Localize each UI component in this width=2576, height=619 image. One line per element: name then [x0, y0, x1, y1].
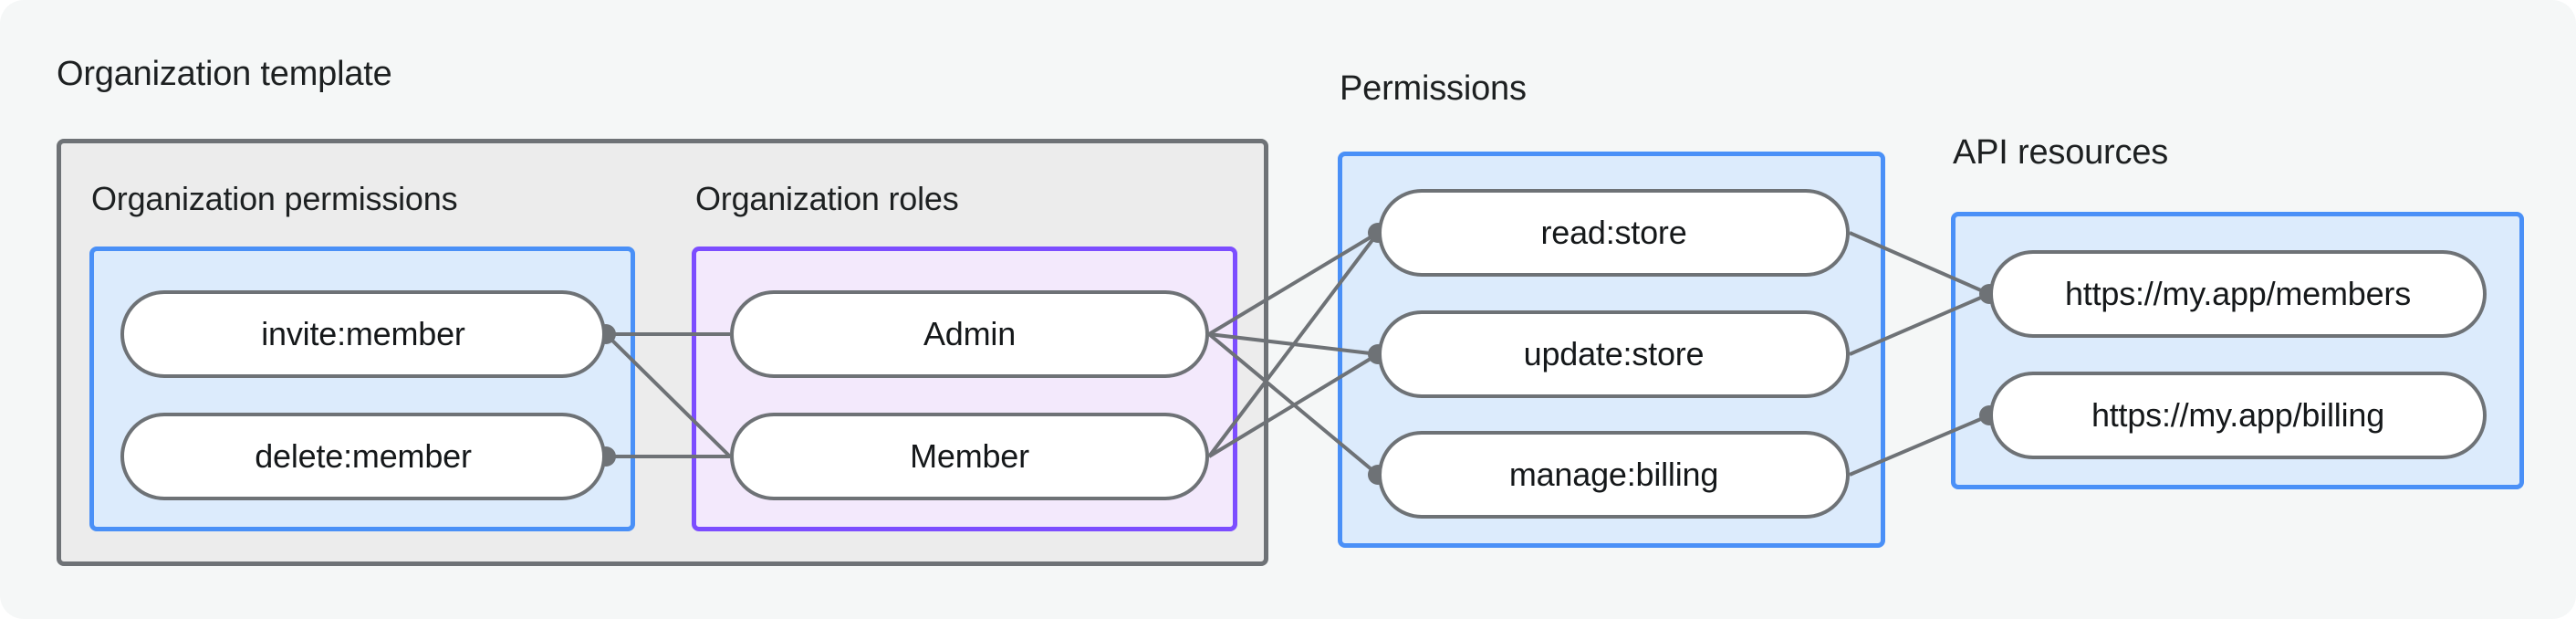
group-title-permissions: Permissions	[1340, 69, 1527, 108]
node-billing-endpoint[interactable]: https://my.app/billing	[1989, 372, 2487, 459]
node-delete-member[interactable]: delete:member	[120, 413, 606, 500]
group-title-organization-template: Organization template	[57, 55, 392, 93]
subgroup-title-organization-permissions: Organization permissions	[91, 180, 458, 217]
subgroup-title-organization-roles: Organization roles	[695, 180, 959, 217]
group-title-api-resources: API resources	[1953, 133, 2169, 172]
node-manage-billing[interactable]: manage:billing	[1378, 431, 1850, 519]
node-read-store[interactable]: read:store	[1378, 189, 1850, 277]
node-member[interactable]: Member	[730, 413, 1209, 500]
node-admin[interactable]: Admin	[730, 290, 1209, 378]
node-members-endpoint[interactable]: https://my.app/members	[1989, 250, 2487, 338]
node-update-store[interactable]: update:store	[1378, 310, 1850, 398]
node-invite-member[interactable]: invite:member	[120, 290, 606, 378]
